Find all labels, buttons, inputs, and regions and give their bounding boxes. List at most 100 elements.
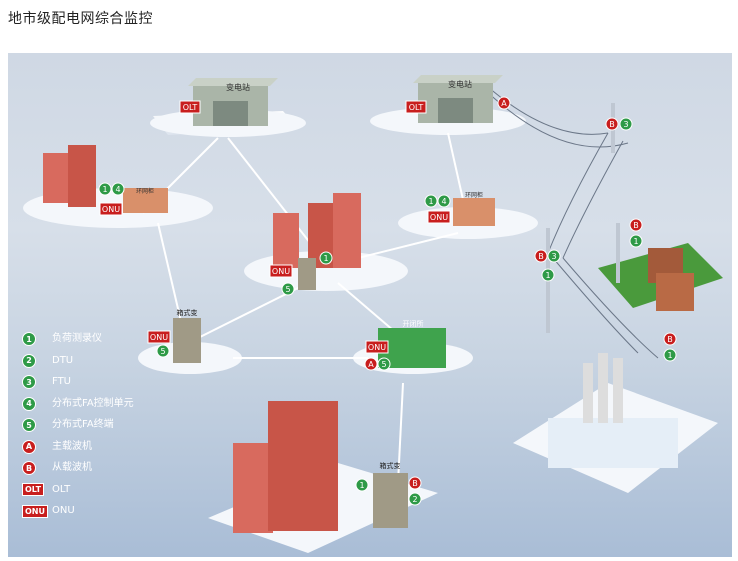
legend-marker-circle: 4 <box>22 396 36 411</box>
marker-4: 4 <box>111 182 125 196</box>
legend-item: OLT OLT <box>22 482 70 498</box>
marker-3: 3 <box>619 117 633 131</box>
legend-label: 分布式FA控制单元 <box>52 397 134 409</box>
svg-text:B: B <box>633 221 639 230</box>
marker-4: 4 <box>437 194 451 208</box>
network-diagram: 变电站 变电站 环网柜 环网柜 箱式变 开闭所 箱式变 <box>8 53 732 557</box>
svg-text:ONU: ONU <box>430 213 448 222</box>
legend-label: 从载波机 <box>52 462 92 473</box>
onu-tag: ONU <box>99 202 123 216</box>
legend-label: 负荷测录仪 <box>52 333 102 344</box>
svg-text:3: 3 <box>623 120 628 129</box>
marker-1: 1 <box>541 268 555 282</box>
marker-1: 1 <box>629 234 643 248</box>
legend-item: 1 负荷测录仪 <box>22 331 102 347</box>
svg-text:OLT: OLT <box>183 103 198 112</box>
legend-label: FTU <box>52 376 72 387</box>
legend-marker-circle: 2 <box>22 353 36 368</box>
marker-1: 1 <box>663 348 677 362</box>
svg-text:A: A <box>368 360 374 369</box>
svg-text:OLT: OLT <box>409 103 424 112</box>
legend-item: ONU ONU <box>22 503 75 519</box>
legend-item: 3 FTU <box>22 374 71 390</box>
utility-poles <box>546 103 620 333</box>
substation-left: 变电站 <box>188 78 278 126</box>
svg-text:1: 1 <box>323 254 328 263</box>
svg-text:4: 4 <box>115 185 120 194</box>
marker-5: 5 <box>156 344 170 358</box>
legend-marker-circle: A <box>22 439 36 454</box>
sign-substation-right: 变电站 <box>448 79 472 89</box>
svg-text:1: 1 <box>428 197 433 206</box>
svg-text:2: 2 <box>412 495 417 504</box>
legend-marker-tag: OLT <box>22 483 45 496</box>
marker-b: B <box>534 249 548 263</box>
onu-tag: ONU <box>427 210 451 224</box>
residential-houses <box>598 243 723 311</box>
svg-text:ONU: ONU <box>150 333 168 342</box>
marker-5: 5 <box>377 357 391 371</box>
legend-item: 4 分布式FA控制单元 <box>22 396 134 412</box>
marker-a: A <box>364 357 378 371</box>
svg-text:1: 1 <box>633 237 638 246</box>
marker-b: B <box>629 218 643 232</box>
marker-1: 1 <box>319 251 333 265</box>
platforms <box>23 107 718 553</box>
marker-b: B <box>663 332 677 346</box>
svg-text:B: B <box>412 479 418 488</box>
factory <box>548 353 678 468</box>
svg-text:B: B <box>667 335 673 344</box>
diagram-svg: 变电站 变电站 环网柜 环网柜 箱式变 开闭所 箱式变 <box>23 75 723 553</box>
svg-text:1: 1 <box>359 481 364 490</box>
device-markers: 1 4 1 4 1 5 5 A 5 A B 3 B 1 B 3 1 B 1 1 … <box>98 96 677 506</box>
marker-5: 5 <box>281 282 295 296</box>
svg-text:1: 1 <box>545 271 550 280</box>
marker-a: A <box>497 96 511 110</box>
device-tags: OLT OLT ONU ONU ONU ONU ONU <box>99 100 451 354</box>
marker-1: 1 <box>424 194 438 208</box>
box-transformer-left: 箱式变 <box>173 308 201 363</box>
page-title: 地市级配电网综合监控 <box>8 11 153 27</box>
marker-b: B <box>605 117 619 131</box>
marker-1: 1 <box>355 478 369 492</box>
substation-right: 变电站 <box>413 75 503 123</box>
marker-b: B <box>408 476 422 490</box>
svg-text:3: 3 <box>551 252 556 261</box>
svg-text:B: B <box>538 252 544 261</box>
sign-box-transformer: 箱式变 <box>177 308 198 317</box>
svg-text:B: B <box>609 120 615 129</box>
apartment-towers-left: 环网柜 <box>43 145 168 213</box>
sign-ring-main-left: 环网柜 <box>136 187 154 195</box>
svg-text:5: 5 <box>285 285 290 294</box>
legend-item: A 主载波机 <box>22 439 92 455</box>
marker-2: 2 <box>408 492 422 506</box>
legend-marker-circle: 1 <box>22 332 36 346</box>
apartment-towers-bottom: 箱式变 <box>233 401 408 533</box>
legend-item: 2 DTU <box>22 353 73 369</box>
legend-label: DTU <box>52 354 74 366</box>
svg-text:A: A <box>501 99 507 108</box>
svg-text:1: 1 <box>102 185 107 194</box>
svg-text:1: 1 <box>667 351 672 360</box>
onu-tag: ONU <box>365 340 389 354</box>
sign-box-transformer-bottom: 箱式变 <box>380 461 401 470</box>
svg-text:5: 5 <box>381 360 386 369</box>
apartment-towers-middle <box>273 193 361 290</box>
legend-label: 分布式FA终端 <box>52 419 114 430</box>
onu-tag: ONU <box>269 264 293 278</box>
svg-text:4: 4 <box>441 197 446 206</box>
legend-marker-tag: ONU <box>22 504 48 518</box>
sign-substation-left: 变电站 <box>226 82 250 92</box>
svg-text:ONU: ONU <box>368 343 386 352</box>
olt-tag-right: OLT <box>405 100 427 114</box>
ring-main-right: 环网柜 <box>453 191 495 226</box>
onu-tag: ONU <box>147 330 171 344</box>
marker-1: 1 <box>98 182 112 196</box>
legend-label: ONU <box>52 505 75 516</box>
legend-label: OLT <box>52 483 71 495</box>
legend-label: 主载波机 <box>52 440 92 452</box>
sign-switch-station: 开闭所 <box>403 319 424 328</box>
legend-marker-circle: 3 <box>22 375 36 389</box>
